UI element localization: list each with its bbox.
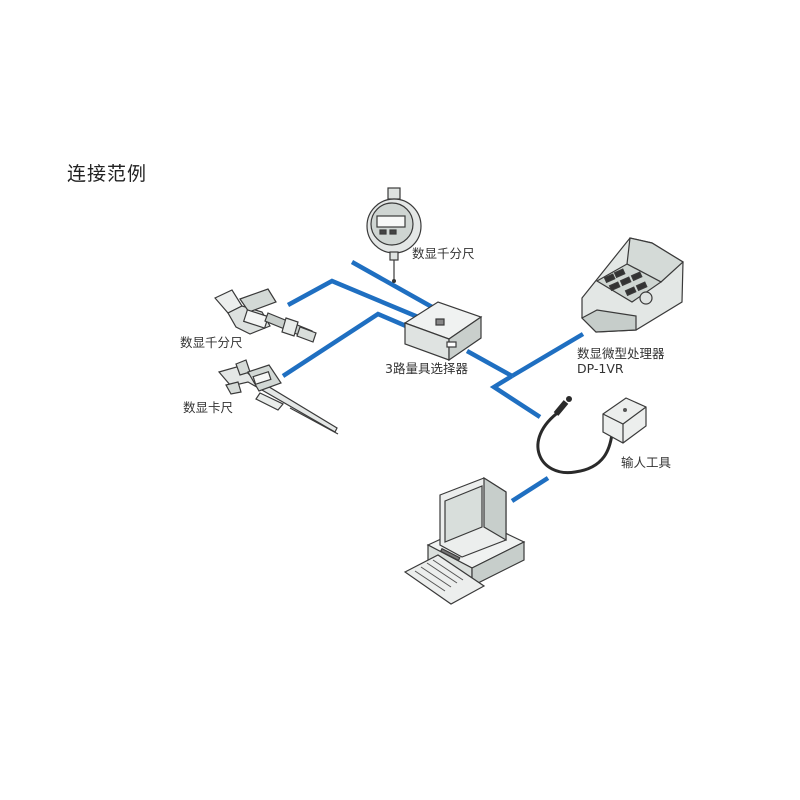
dial-indicator-icon <box>366 187 422 283</box>
cable-hub-to-processor <box>510 332 585 378</box>
caliper-label: 数显卡尺 <box>183 400 234 415</box>
cable-hub-branch <box>489 374 542 419</box>
cable-input-tool-to-computer <box>510 476 550 503</box>
cable-selector-to-hub <box>465 349 514 378</box>
dial-indicator-label: 数显千分尺 <box>412 246 475 261</box>
micrometer-label: 数显千分尺 <box>180 335 243 350</box>
caliper-icon <box>217 359 339 435</box>
computer-icon <box>403 476 526 605</box>
selector-label: 3路量具选择器 <box>385 361 468 376</box>
mini-processor-icon <box>581 237 684 333</box>
cable-dial-to-selector <box>350 260 434 309</box>
cable-micrometer-to-selector <box>286 278 419 320</box>
page-title: 连接范例 <box>67 163 148 185</box>
processor-label: 数显微型处理器 <box>577 346 665 361</box>
micrometer-icon <box>214 288 317 343</box>
cable-caliper-to-selector <box>281 311 407 378</box>
input-tool-label: 输人工具 <box>621 455 672 470</box>
connection-lines <box>281 260 585 503</box>
selector-box-icon <box>403 301 483 362</box>
processor-model-label: DP-1VR <box>577 361 624 376</box>
input-tool-icon <box>536 396 647 475</box>
